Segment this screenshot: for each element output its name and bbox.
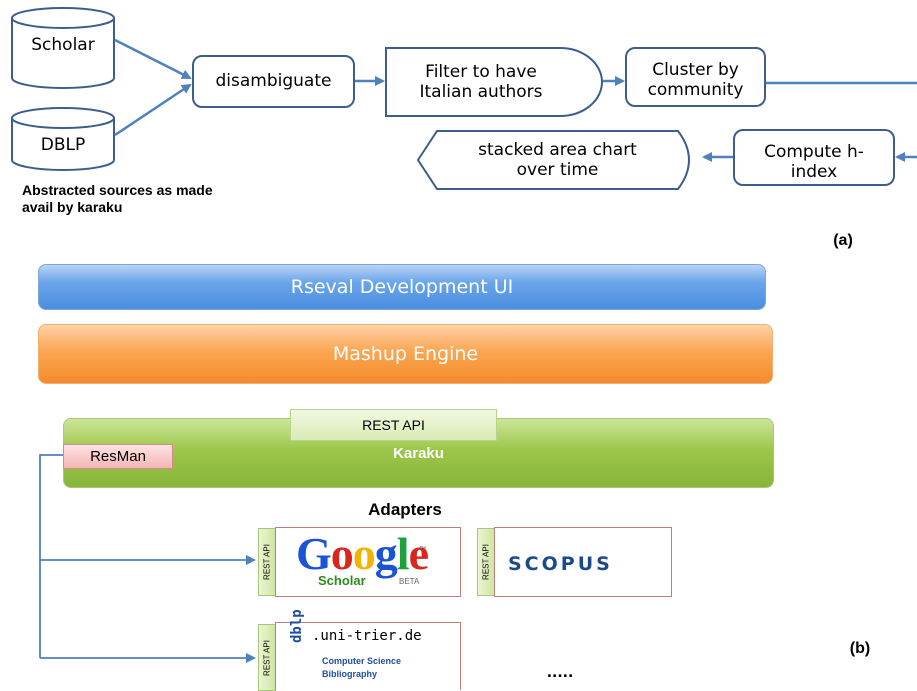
stacked-label-line2: over time: [516, 160, 599, 180]
google-scholar-sublabel: Scholar: [318, 573, 366, 588]
compute-box: [733, 129, 895, 186]
rseval-ui-bar: Rseval Development UI: [38, 264, 766, 310]
cluster-box: [625, 47, 766, 107]
rest-api-side-google: REST API: [258, 528, 276, 596]
scopus-logo: SCOPUS: [508, 553, 613, 575]
dblp-label: DBLP: [40, 134, 86, 155]
filter-shape: [385, 47, 603, 117]
sources-caption: Abstracted sources as made avail by kara…: [22, 182, 302, 226]
cluster-label: Cluster by community: [626, 52, 765, 108]
dblp-bibliography: Bibliography: [322, 669, 378, 679]
cluster-label-line1: Cluster by: [652, 59, 739, 80]
karaku-label: Karaku: [393, 444, 444, 462]
google-tm-mark: ™: [419, 546, 426, 553]
compute-label: Compute h- index: [734, 135, 894, 189]
stacked-chart-label: stacked area chart over time: [437, 133, 678, 187]
adapter-connectors: [39, 454, 256, 663]
scholar-cylinder: [11, 7, 115, 89]
resman-label: ResMan: [90, 448, 146, 465]
scopus-adapter: [494, 527, 672, 597]
dblp-adapter: [275, 622, 461, 690]
resman-box: ResMan: [63, 444, 173, 469]
compute-label-line2: index: [790, 162, 838, 182]
mashup-engine-label: Mashup Engine: [332, 343, 479, 365]
filter-label-line2: Italian authors: [419, 82, 543, 102]
dblp-cylinder: [11, 107, 115, 171]
rest-api-side-scopus: REST API: [477, 528, 495, 596]
stacked-label-line1: stacked area chart: [478, 139, 637, 160]
google-scholar-adapter: [275, 527, 461, 597]
rest-api-side-google-label: REST API: [262, 544, 272, 580]
stacked-chart-shape: [416, 130, 690, 190]
rest-api-top-label: REST API: [362, 417, 425, 433]
rseval-ui-label: Rseval Development UI: [290, 276, 514, 298]
adapters-title: Adapters: [368, 499, 442, 519]
dblp-logo-vertical: dblp: [289, 609, 305, 643]
scholar-label: Scholar: [31, 34, 95, 55]
disambiguate-label: disambiguate: [215, 71, 332, 92]
label-b: (b): [849, 640, 871, 658]
rest-api-top: REST API: [290, 409, 497, 441]
disambiguate-box: [192, 55, 355, 108]
dblp-computer-science: Computer Science: [322, 656, 402, 666]
sources-caption-line1: Abstracted sources as made: [22, 182, 213, 198]
rest-api-side-scopus-label: REST API: [481, 544, 491, 580]
dblp-url: .uni-trier.de: [312, 628, 422, 644]
filter-label: Filter to have Italian authors: [386, 52, 576, 112]
google-beta-label: BETA: [399, 577, 420, 586]
rest-api-side-dblp-label: REST API: [262, 639, 272, 676]
flow-arrows: [114, 38, 917, 162]
label-a: (a): [833, 232, 853, 250]
compute-label-line1: Compute h-: [764, 141, 864, 162]
more-adapters-ellipsis: .....: [546, 664, 574, 681]
rest-api-side-dblp: REST API: [258, 624, 276, 691]
sources-caption-line2: avail by karaku: [22, 198, 123, 215]
google-logo: Google: [296, 528, 429, 579]
mashup-engine-bar: Mashup Engine: [38, 324, 773, 384]
cluster-label-line2: community: [647, 80, 744, 100]
filter-label-line1: Filter to have: [425, 61, 537, 82]
